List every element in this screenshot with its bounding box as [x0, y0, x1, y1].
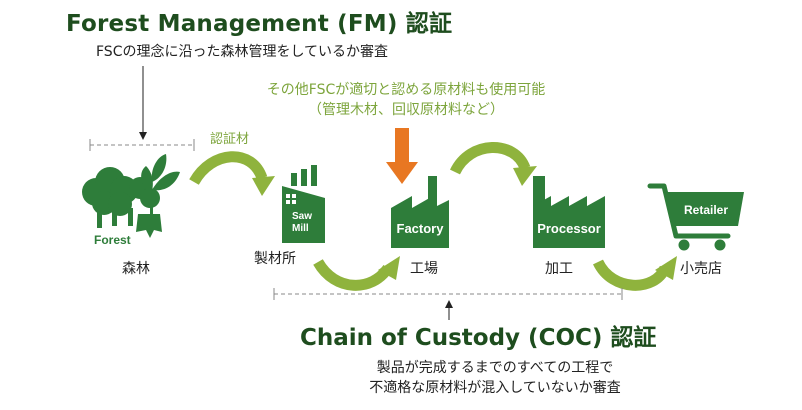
arrow-processor-to-retailer [593, 259, 671, 291]
sawmill-icon-text-mill: Mill [292, 223, 309, 234]
fm-scope-bracket [89, 139, 195, 151]
processor-icon [533, 176, 605, 248]
factory-label: 工場 [410, 261, 438, 277]
retailer-label: 小売店 [680, 261, 722, 277]
sawmill-icon [282, 165, 325, 243]
sawmill-icon-text-saw: Saw [292, 211, 312, 222]
fm-description: FSCの理念に沿った森林管理をしているか審査 [96, 44, 389, 60]
other-materials-arrow [386, 128, 418, 184]
forest-icon-text: Forest [94, 233, 131, 247]
arrow-factory-to-processor-head [513, 166, 537, 186]
factory-icon [391, 176, 449, 248]
retailer-cart-icon [647, 183, 744, 251]
factory-icon-text: Factory [397, 221, 445, 236]
other-materials-note: その他FSCが適切と認める原材料も使用可能 （管理木材、回収原材料など） [226, 80, 586, 120]
processor-label: 加工 [545, 261, 573, 277]
sawmill-label: 製材所 [254, 251, 296, 267]
arrow-forest-to-sawmill [189, 151, 268, 185]
arrow-forest-to-sawmill-head [252, 176, 275, 196]
arrow-sawmill-to-factory-head [378, 256, 400, 280]
processor-icon-text: Processor [537, 221, 601, 236]
forest-icon [82, 154, 180, 238]
coc-description-line2: 不適格な原材料が混入していないか審査 [369, 380, 621, 396]
forest-label: 森林 [122, 261, 150, 277]
fm-title: Forest Management (FM) 認証 [66, 11, 453, 37]
other-materials-line1: その他FSCが適切と認める原材料も使用可能 [266, 82, 546, 98]
coc-description: 製品が完成するまでのすべての工程で 不適格な原材料が混入していないか審査 [300, 358, 690, 398]
coc-title: Chain of Custody (COC) 認証 [300, 325, 657, 351]
coc-scope-bracket [273, 288, 623, 300]
arrow-sawmill-to-factory [313, 258, 393, 291]
retailer-icon-text: Retailer [684, 203, 728, 217]
coc-description-line1: 製品が完成するまでのすべての工程で [376, 360, 614, 376]
other-materials-line2: （管理木材、回収原材料など） [308, 102, 504, 118]
arrow-processor-to-retailer-head [655, 256, 677, 280]
arrow-factory-to-processor [450, 142, 531, 175]
certified-material-label: 認証材 [210, 132, 250, 147]
